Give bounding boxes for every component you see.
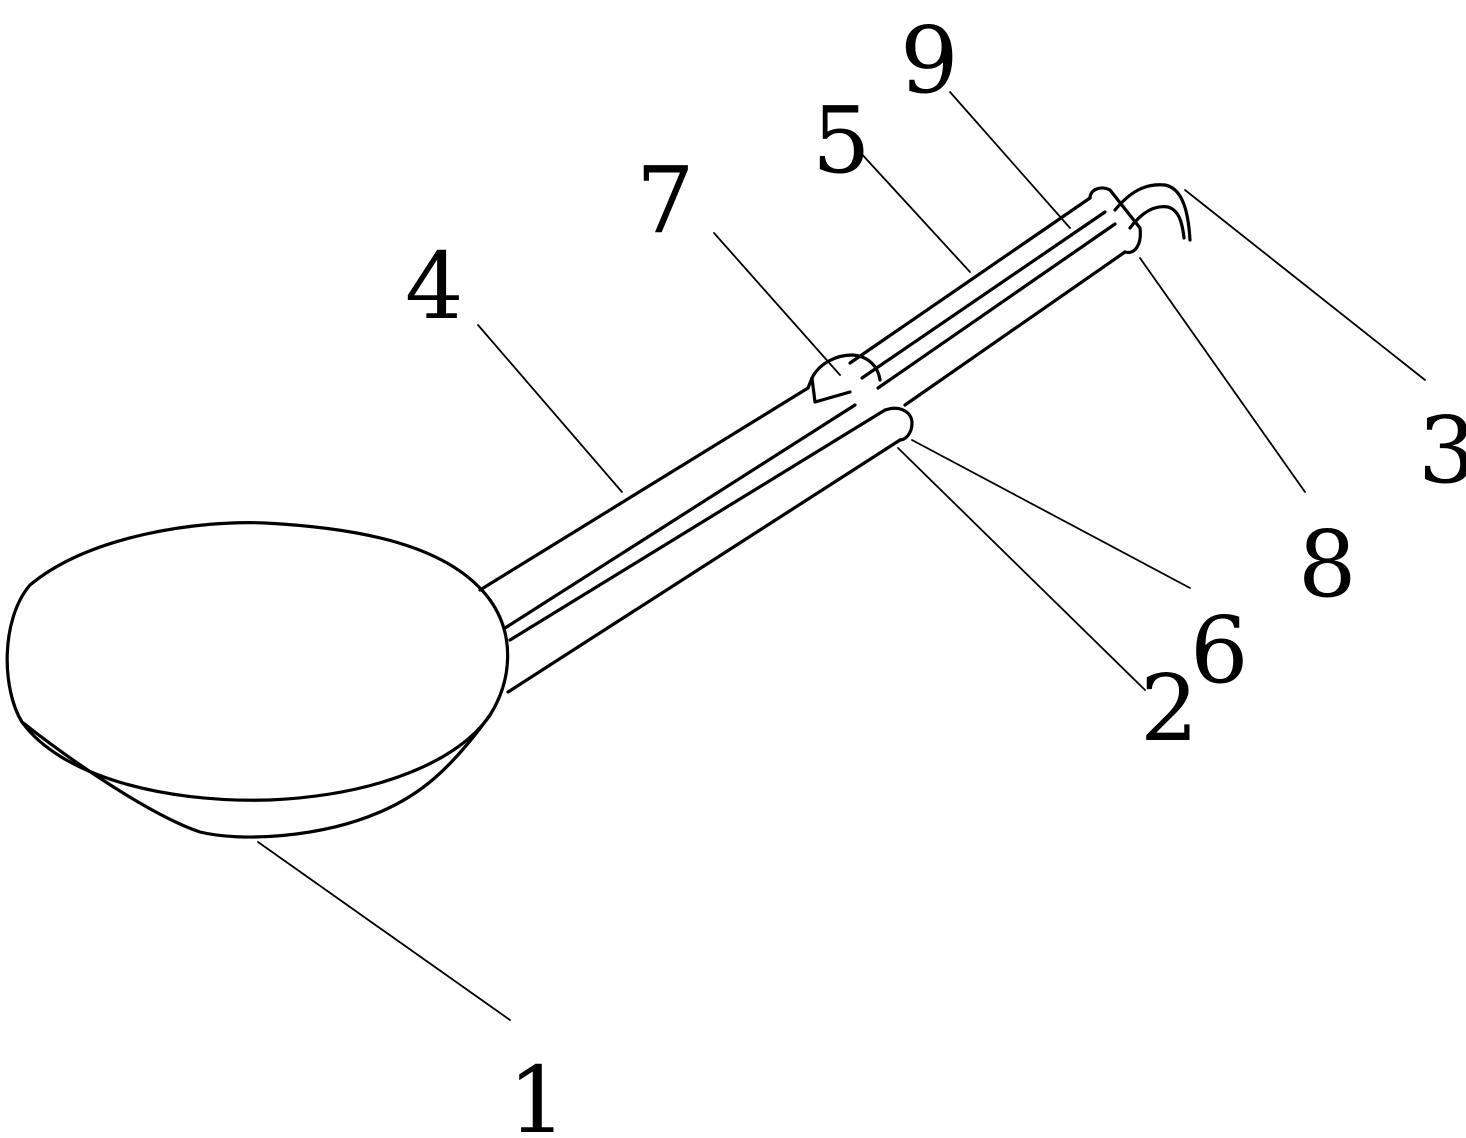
leader-2 (897, 447, 1146, 691)
hook-inner (1128, 205, 1186, 240)
handle-groove-line (503, 403, 857, 630)
leader-7 (713, 232, 841, 376)
label-6: 6 (1190, 597, 1249, 704)
leader-8 (1139, 257, 1306, 493)
leader-1 (257, 841, 511, 1021)
inner-rod (848, 186, 1142, 407)
rod-line-3 (876, 222, 1117, 390)
spoon-bowl (5, 521, 510, 839)
rod-line-4 (903, 250, 1127, 407)
label-4: 4 (405, 233, 464, 340)
label-1: 1 (508, 1047, 567, 1138)
sleeve-joint (806, 353, 914, 442)
leader-3 (1184, 189, 1426, 381)
reference-numerals: 1 2 3 4 5 6 7 8 9 (405, 7, 1466, 1138)
handle-outer-tube (478, 386, 902, 694)
rod-line-2 (860, 210, 1107, 380)
button-slot (806, 353, 882, 404)
leader-6 (911, 439, 1191, 589)
handle-inner-line (508, 408, 887, 642)
label-7: 7 (636, 147, 695, 254)
label-2: 2 (1140, 655, 1199, 762)
leader-4 (477, 324, 623, 493)
label-3: 3 (1418, 397, 1466, 504)
hook (1113, 183, 1192, 242)
label-8: 8 (1298, 511, 1357, 618)
bowl-rim (5, 521, 510, 802)
rod-end (1088, 186, 1142, 255)
bowl-underside (20, 713, 492, 839)
hook-outer (1113, 183, 1192, 242)
rod-line-1 (848, 196, 1092, 365)
label-9: 9 (900, 7, 959, 114)
leader-5 (857, 149, 971, 273)
leader-lines (257, 91, 1426, 1021)
sleeve-end-cap (883, 406, 914, 442)
label-5: 5 (812, 87, 871, 194)
handle-top-edge (478, 386, 810, 592)
leader-9 (949, 91, 1071, 229)
handle-bottom-edge (506, 438, 902, 694)
